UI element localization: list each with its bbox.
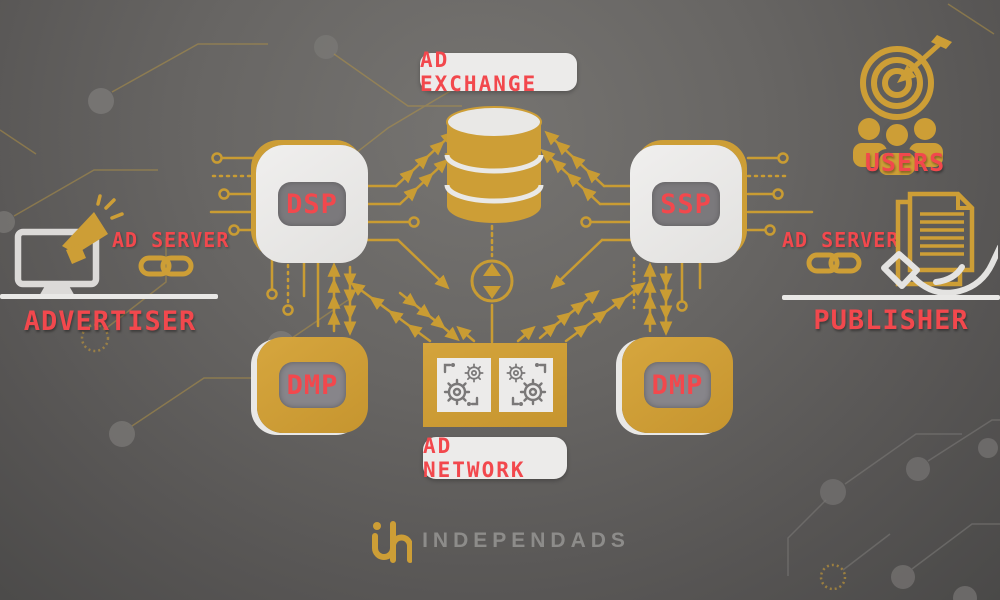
dsp-text: DSP: [286, 188, 338, 220]
dmp-right-node: DMP: [622, 337, 733, 433]
dmp-left-text: DMP: [286, 369, 339, 401]
ad-network-text: AD NETWORK: [423, 434, 526, 482]
publisher-divider: [782, 295, 1000, 300]
publisher-label: PUBLISHER: [813, 305, 969, 336]
ad-network-label: AD NETWORK: [423, 434, 567, 482]
dmp-right-badge: DMP: [644, 362, 711, 408]
ad-network-node: [423, 343, 567, 427]
megaphone-icon: [62, 194, 124, 264]
database-icon: [444, 106, 544, 223]
advertiser-ad-server-label: AD SERVER: [112, 228, 230, 252]
users-label: USERS: [864, 148, 946, 177]
chain-link-icon: [806, 252, 862, 274]
advertiser-divider: [0, 294, 218, 299]
ssp-node: SSP: [630, 145, 742, 263]
ad-exchange-label: AD EXCHANGE: [420, 48, 577, 96]
hand-documents-icon: [881, 191, 998, 296]
ssp-badge: SSP: [652, 182, 720, 226]
dmp-left-node: DMP: [257, 337, 368, 433]
circuit-decoration-bottom-right: [787, 419, 1000, 600]
dmp-right-text: DMP: [651, 369, 704, 401]
users-target-icon: [853, 35, 952, 178]
dsp-badge: DSP: [278, 182, 346, 226]
brand-footer: INDEPENDADS: [0, 518, 1000, 564]
swap-arrows-icon: [470, 259, 514, 303]
chain-link-icon: [138, 255, 194, 277]
publisher-ad-server-label: AD SERVER: [782, 228, 900, 252]
dmp-left-badge: DMP: [279, 362, 346, 408]
gears-icon: [437, 358, 491, 412]
advertiser-label: ADVERTISER: [23, 306, 197, 337]
brand-mark-icon: [372, 521, 413, 563]
dsp-node: DSP: [256, 145, 368, 263]
ssp-text: SSP: [660, 188, 712, 220]
gears-icon: [499, 358, 553, 412]
brand-name: INDEPENDADS: [422, 529, 630, 552]
ad-exchange-text: AD EXCHANGE: [420, 48, 538, 96]
